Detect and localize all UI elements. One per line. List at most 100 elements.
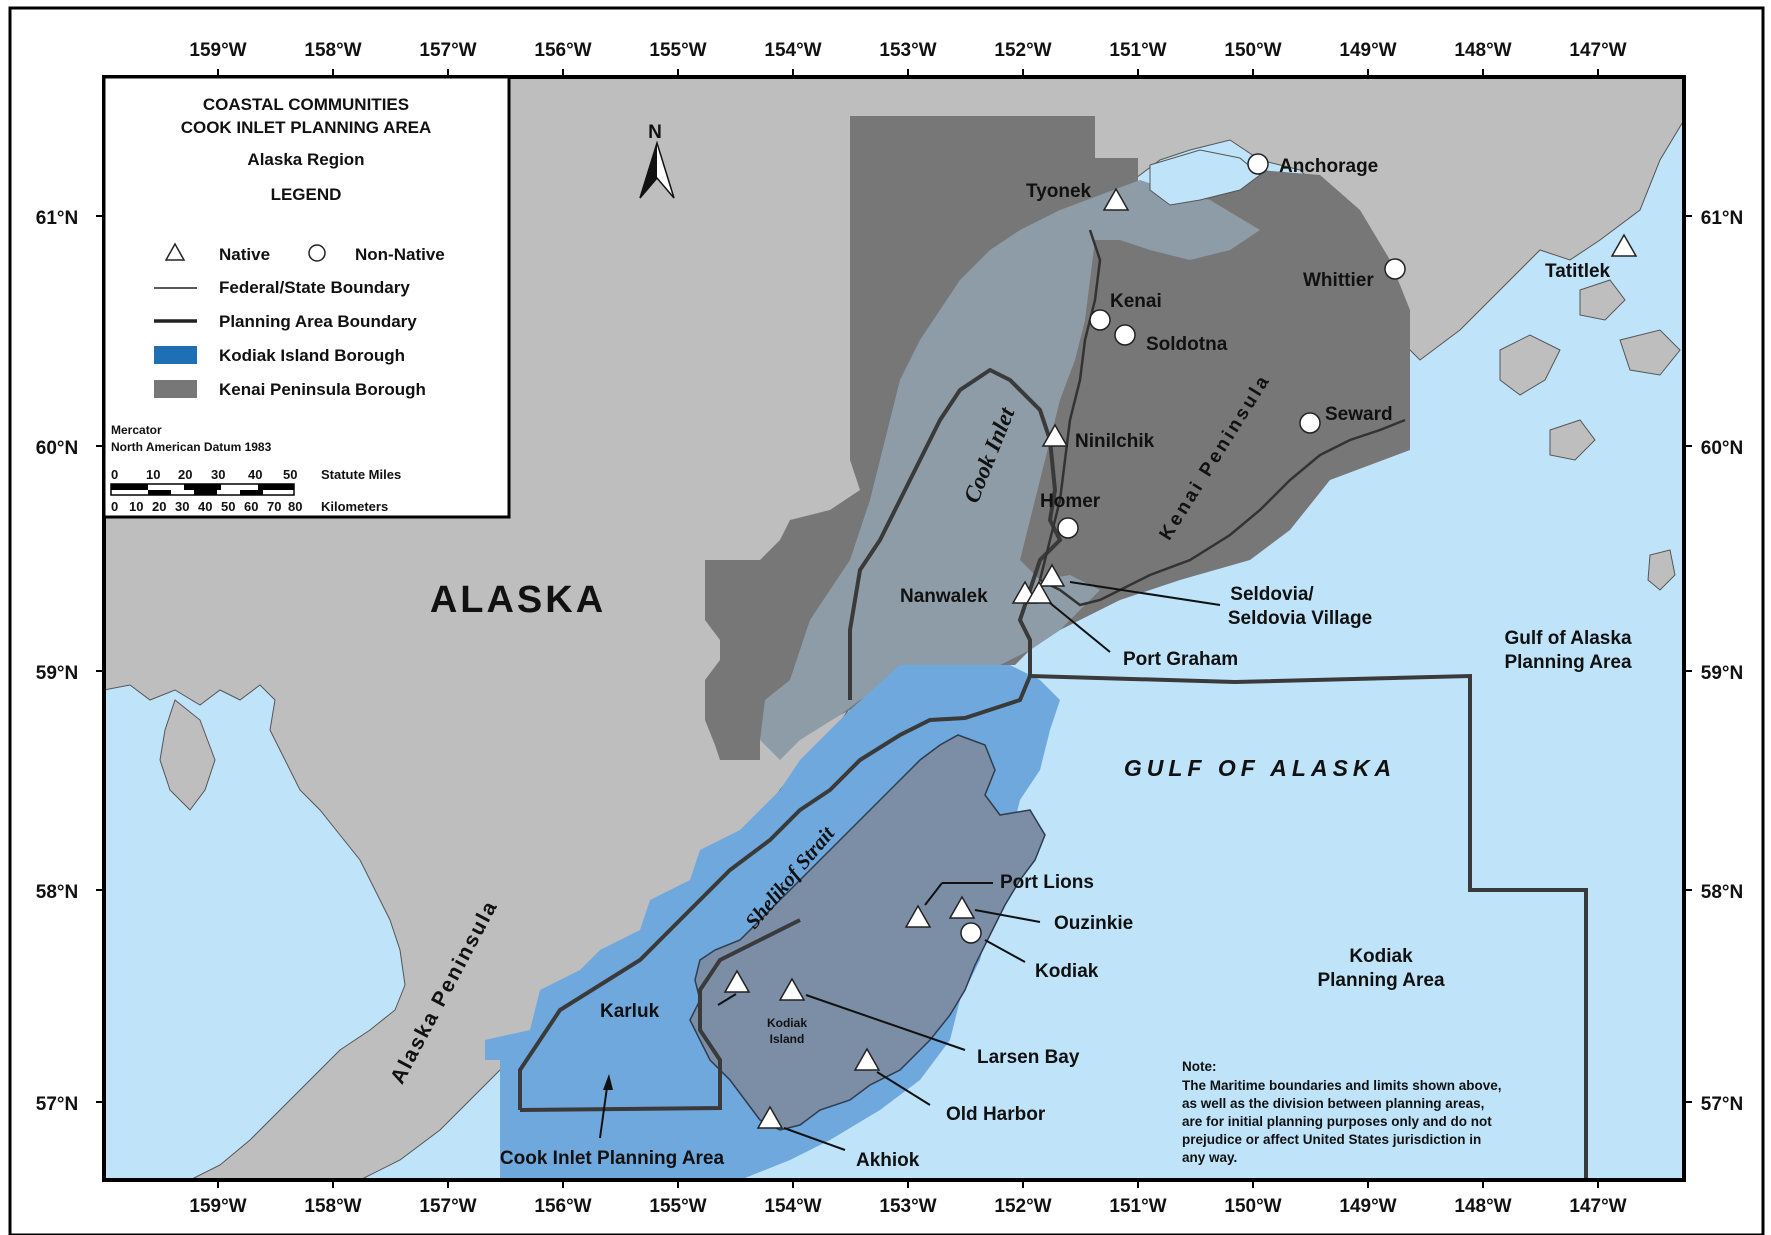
turnagain-arm [1149, 149, 1261, 206]
non-native-circle-icon [1384, 258, 1406, 280]
scale-miles-label: Statute Miles [321, 467, 401, 482]
lon-label: 150°W [1224, 1196, 1281, 1217]
community-label: Tatitlek [1545, 261, 1611, 282]
pws-islands [1499, 279, 1681, 461]
lat-label: 57°N [1701, 1094, 1743, 1115]
lon-label: 154°W [764, 40, 821, 61]
cook-inlet-area [760, 180, 1260, 760]
native-triangle-icon [1610, 233, 1638, 257]
community-label: Larsen Bay [977, 1047, 1080, 1068]
lat-label: 57°N [36, 1094, 78, 1115]
lon-label: 155°W [649, 40, 706, 61]
note-line: The Maritime boundaries and limits shown… [1182, 1078, 1502, 1093]
community-label: Soldotna [1146, 334, 1228, 355]
community-label: Seward [1325, 404, 1393, 425]
scale-tick: 40 [248, 467, 262, 482]
lon-label: 159°W [189, 1196, 246, 1217]
kodiak-borough-swatch [154, 346, 197, 364]
communities: Anchorage Tyonek Whittier Tatitlek Kenai… [600, 153, 1638, 1171]
scale-tick: 50 [283, 467, 297, 482]
kodiak-island-label: Kodiak [767, 1016, 807, 1030]
outer-frame [8, 6, 1765, 1235]
lon-label: 147°W [1569, 40, 1626, 61]
community-label: Nanwalek [900, 586, 988, 607]
kenai-borough-swatch [154, 380, 197, 398]
native-triangle-icon [1025, 580, 1053, 604]
community-label: Old Harbor [946, 1104, 1046, 1125]
lon-label: 152°W [994, 40, 1051, 61]
native-triangle-icon [904, 904, 932, 928]
native-triangle-icon [756, 1105, 784, 1129]
lon-label: 158°W [304, 40, 361, 61]
longitude-labels-top: 159°W 158°W 157°W 156°W 155°W 154°W 153°… [189, 40, 1626, 61]
legend-box [102, 75, 511, 519]
alaska-label: ALASKA [430, 579, 606, 621]
bay-peninsula [159, 699, 216, 811]
cook-inlet-boundary [848, 367, 1063, 700]
arrow-head-icon [603, 1074, 613, 1090]
non-native-circle-icon [1057, 517, 1079, 539]
lon-label: 148°W [1454, 1196, 1511, 1217]
native-triangle-icon [948, 895, 976, 919]
north-arrow-icon: N [639, 122, 675, 199]
native-triangle-icon [778, 977, 806, 1001]
non-native-circle-icon [1299, 412, 1321, 434]
map-frame [102, 75, 1686, 1182]
community-label: Port Lions [1000, 872, 1094, 893]
pws-island-2 [1647, 549, 1676, 591]
lon-label: 151°W [1109, 1196, 1166, 1217]
lon-label: 156°W [534, 40, 591, 61]
lon-label: 148°W [1454, 40, 1511, 61]
legend-federal-state: Federal/State Boundary [219, 278, 410, 297]
gulf-planning-area-label: Planning Area [1504, 652, 1631, 673]
leader-line [717, 993, 737, 1006]
scale-tick: 30 [175, 499, 189, 514]
scale-tick: 0 [111, 467, 118, 482]
community-label: Kodiak [1035, 961, 1099, 982]
leader-line [805, 994, 966, 1051]
lon-label: 155°W [649, 1196, 706, 1217]
community-label: Ninilchik [1075, 431, 1155, 452]
planning-boundary [518, 675, 1032, 1110]
lon-label: 159°W [189, 40, 246, 61]
planning-boundary-2 [519, 918, 801, 1112]
scale-tick: 70 [267, 499, 281, 514]
legend-planning-boundary: Planning Area Boundary [219, 312, 417, 331]
note-line: any way. [1182, 1150, 1237, 1165]
lon-label: 152°W [994, 1196, 1051, 1217]
scale-tick: 20 [152, 499, 166, 514]
lon-label: 153°W [879, 40, 936, 61]
native-triangle-icon [853, 1047, 881, 1071]
leader-line [1069, 581, 1221, 606]
lon-label: 153°W [879, 1196, 936, 1217]
bristol-bay [104, 684, 406, 1180]
lat-label: 59°N [1701, 663, 1743, 684]
scale-tick: 40 [198, 499, 212, 514]
longitude-labels-bottom: 159°W 158°W 157°W 156°W 155°W 154°W 153°… [189, 1196, 1626, 1217]
scale-tick: 20 [178, 467, 192, 482]
planning-boundary-3 [1029, 673, 1588, 1180]
legend-title: COOK INLET PLANNING AREA [181, 118, 432, 137]
kodiak-island-label: Island [770, 1032, 805, 1046]
legend-datum: North American Datum 1983 [111, 440, 272, 454]
scale-tick: 60 [244, 499, 258, 514]
scale-tick: 80 [288, 499, 302, 514]
leader-line [783, 1127, 846, 1151]
lon-label: 150°W [1224, 40, 1281, 61]
legend-non-native: Non-Native [355, 245, 445, 264]
leader-line [876, 1071, 931, 1106]
community-label: Homer [1040, 491, 1101, 512]
community-label: Anchorage [1279, 156, 1378, 177]
note-line: as well as the division between planning… [1182, 1096, 1484, 1111]
community-label: Tyonek [1026, 181, 1092, 202]
latitude-labels-left: 61°N 60°N 59°N 58°N 57°N [36, 208, 78, 1115]
lat-label: 59°N [36, 663, 78, 684]
note-line: are for initial planning purposes only a… [1182, 1114, 1492, 1129]
lon-label: 149°W [1339, 1196, 1396, 1217]
scale-km-label: Kilometers [321, 499, 388, 514]
community-label: Seldovia Village [1228, 608, 1372, 629]
non-native-circle-icon [1247, 153, 1269, 175]
graticule-ticks [96, 69, 1692, 1188]
community-label: Kenai [1110, 291, 1162, 312]
kodiak-planning-area-label: Kodiak [1349, 946, 1413, 967]
